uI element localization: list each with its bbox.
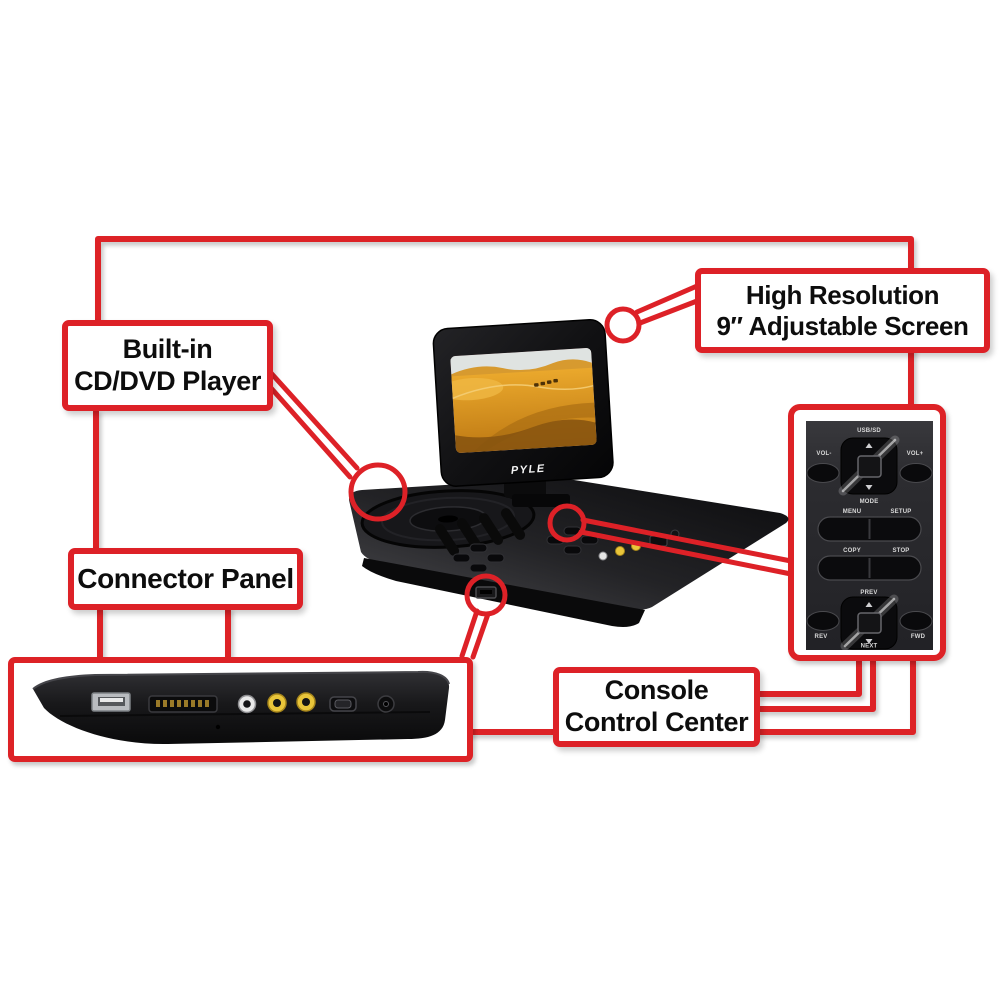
console-panel-photo: USB/SD VOL- VOL+ MODE MENU SETUP COPY ST…	[806, 421, 933, 651]
callout-console-line2: Control Center	[564, 707, 749, 737]
vol-plus-button	[899, 463, 933, 483]
callout-built-in-line2: CD/DVD Player	[74, 365, 261, 396]
pointer-usb-b	[470, 611, 491, 660]
prev-label: PREV	[860, 590, 877, 596]
rev-label: REV	[815, 634, 828, 640]
base-button-cluster-left	[452, 543, 505, 573]
pointer-console-b	[578, 529, 794, 577]
callout-console-line1: Console	[604, 675, 709, 706]
callout-high-res-line1: High Resolution	[745, 280, 940, 311]
circle-console-controls	[547, 503, 587, 543]
fwd-button	[899, 611, 933, 631]
base-rca-jack-1	[615, 546, 625, 556]
circle-disc-tray	[348, 462, 408, 522]
next-label: NEXT	[861, 644, 878, 650]
upper-dpad-down-arrow	[865, 485, 873, 490]
headphone-jack-hole	[243, 700, 251, 708]
fwd-label: FWD	[911, 634, 926, 640]
sd-slot-pins	[156, 700, 209, 707]
connector-panel-crease	[59, 711, 431, 717]
lower-dpad-down-arrow	[865, 639, 873, 644]
pyle-logo: PYLE	[511, 463, 546, 477]
lower-dpad-up-arrow	[865, 602, 873, 607]
setup-label: SETUP	[890, 509, 911, 515]
copy-label: COPY	[843, 548, 861, 554]
circle-screen-corner	[604, 306, 642, 344]
av-port-inner	[334, 699, 352, 709]
screen-assembly: PYLE	[432, 319, 614, 487]
callout-pointers	[268, 283, 794, 660]
pointer-builtin-a	[268, 370, 360, 471]
callout-connector-panel: Connector Panel	[68, 548, 303, 610]
vol-minus-label: VOL-	[816, 451, 831, 457]
menu-label: MENU	[843, 509, 861, 515]
callout-high-resolution-screen: High Resolution 9″ Adjustable Screen	[695, 268, 990, 353]
connector-panel-photo	[32, 670, 450, 745]
upper-dpad-center-button	[857, 455, 882, 478]
usb-port-tongue	[100, 698, 123, 702]
mode-label: MODE	[860, 499, 879, 505]
base-headphone-jack	[598, 551, 608, 561]
pointer-usb-a	[459, 608, 480, 659]
base-vents	[434, 508, 526, 556]
dc-power-pin	[383, 701, 389, 707]
base-usb-slot	[480, 590, 492, 594]
screen-hinge-base	[512, 494, 570, 507]
connector-panel-top-edge	[32, 670, 450, 690]
pointer-console-a	[580, 517, 794, 564]
vol-plus-label: VOL+	[907, 451, 924, 457]
callout-console-control-center: Console Control Center	[553, 667, 760, 747]
callout-built-in-cd-dvd: Built-in CD/DVD Player	[62, 320, 273, 411]
stop-label: STOP	[892, 548, 909, 554]
camel-caravan	[534, 378, 558, 387]
rev-button	[806, 611, 840, 631]
callout-connector-line1: Connector Panel	[77, 562, 294, 594]
rca-jack-2-hole	[302, 698, 310, 706]
usb-sd-label: USB/SD	[857, 428, 881, 434]
upper-dpad-up-arrow	[865, 443, 873, 448]
desert-image	[450, 347, 597, 454]
circle-usb-port	[464, 573, 508, 617]
lower-dpad-center-button	[857, 612, 882, 634]
rca-jack-1-hole	[273, 699, 281, 707]
callout-built-in-line1: Built-in	[122, 333, 213, 364]
console-hook-line-outer	[757, 658, 876, 712]
pointer-builtin-b	[268, 385, 353, 480]
pointer-screen-b	[637, 298, 700, 326]
console-hook-line-inner	[757, 658, 862, 697]
screw-dot	[215, 724, 221, 730]
dvd-player-photo: PYLE	[349, 319, 789, 627]
pointer-screen-a	[634, 283, 700, 315]
vol-minus-button	[806, 463, 840, 483]
callout-high-res-line2: 9″ Adjustable Screen	[716, 310, 969, 341]
